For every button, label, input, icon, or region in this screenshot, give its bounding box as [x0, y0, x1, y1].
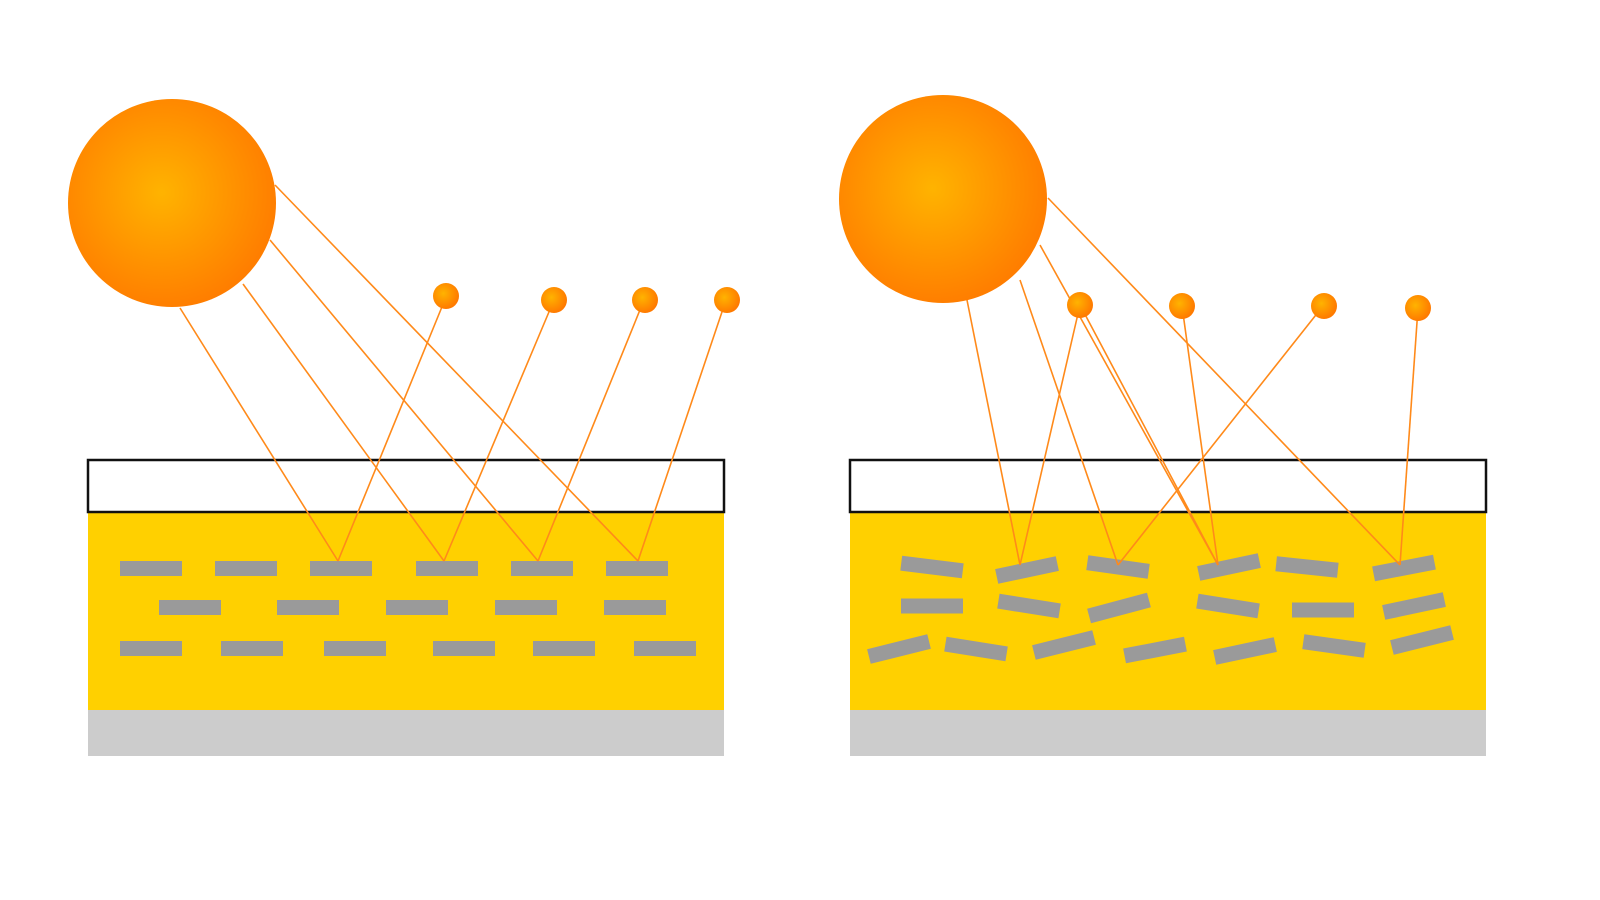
flake — [604, 600, 666, 615]
flake — [1197, 553, 1261, 581]
incident-ray — [242, 283, 445, 562]
flake — [277, 600, 339, 615]
reflection-dot — [433, 283, 459, 309]
substrate-layer — [850, 708, 1486, 756]
flake — [1213, 637, 1277, 665]
clear-coat-layer — [848, 458, 1488, 514]
flake — [1372, 554, 1436, 582]
flake — [900, 555, 964, 579]
flake — [120, 561, 182, 576]
incident-ray — [274, 184, 639, 562]
flake — [944, 636, 1008, 662]
reflection-dot — [1311, 293, 1337, 319]
flake — [120, 641, 182, 656]
reflected-ray — [337, 296, 447, 562]
clear-coat-layer — [86, 458, 726, 514]
reflected-rays — [337, 296, 727, 562]
panel-random — [839, 95, 1488, 756]
reflection-dot — [632, 287, 658, 313]
flake — [995, 556, 1059, 584]
reflection-dot — [541, 287, 567, 313]
reflected-ray — [443, 299, 555, 562]
reflected-rays — [1019, 304, 1419, 566]
reflected-ray — [537, 299, 645, 562]
light-source-sun — [68, 99, 276, 307]
flakes-aligned — [120, 561, 696, 656]
flake — [1390, 625, 1454, 655]
flake — [533, 641, 595, 656]
flake — [1086, 555, 1150, 579]
flake — [634, 641, 696, 656]
reflected-ray — [1117, 305, 1324, 566]
incident-ray — [966, 299, 1021, 566]
flake — [1032, 630, 1096, 660]
flake — [215, 561, 277, 576]
substrate-layer — [88, 708, 724, 756]
reflection-dot — [714, 287, 740, 313]
reflection-dot — [1067, 292, 1093, 318]
flake — [495, 600, 557, 615]
flake — [221, 641, 283, 656]
panel-aligned — [68, 99, 740, 756]
incident-ray — [1019, 279, 1119, 566]
flakes-random — [867, 553, 1454, 665]
flake — [1275, 556, 1339, 578]
flake — [867, 634, 931, 664]
reflected-ray — [637, 299, 727, 562]
flake — [1087, 592, 1151, 624]
reflected-ray — [1181, 305, 1219, 566]
flake — [386, 600, 448, 615]
flake — [511, 561, 573, 576]
reflection-dot — [1169, 293, 1195, 319]
flake — [324, 641, 386, 656]
reflected-ray — [1019, 304, 1081, 566]
flake — [997, 593, 1061, 619]
incident-ray — [179, 307, 339, 562]
reflected-ray — [1399, 307, 1419, 566]
reflection-dot — [1405, 295, 1431, 321]
incident-ray — [1047, 197, 1401, 566]
flake — [606, 561, 668, 576]
flake — [1292, 602, 1354, 618]
reflected-ray — [1079, 304, 1219, 566]
light-source-sun — [839, 95, 1047, 303]
flake — [1196, 593, 1260, 619]
flake — [1302, 634, 1366, 658]
flake — [159, 600, 221, 615]
flake — [1382, 592, 1446, 620]
flake — [416, 561, 478, 576]
flake — [433, 641, 495, 656]
flake — [1123, 636, 1187, 664]
flake — [310, 561, 372, 576]
flake — [901, 598, 963, 614]
